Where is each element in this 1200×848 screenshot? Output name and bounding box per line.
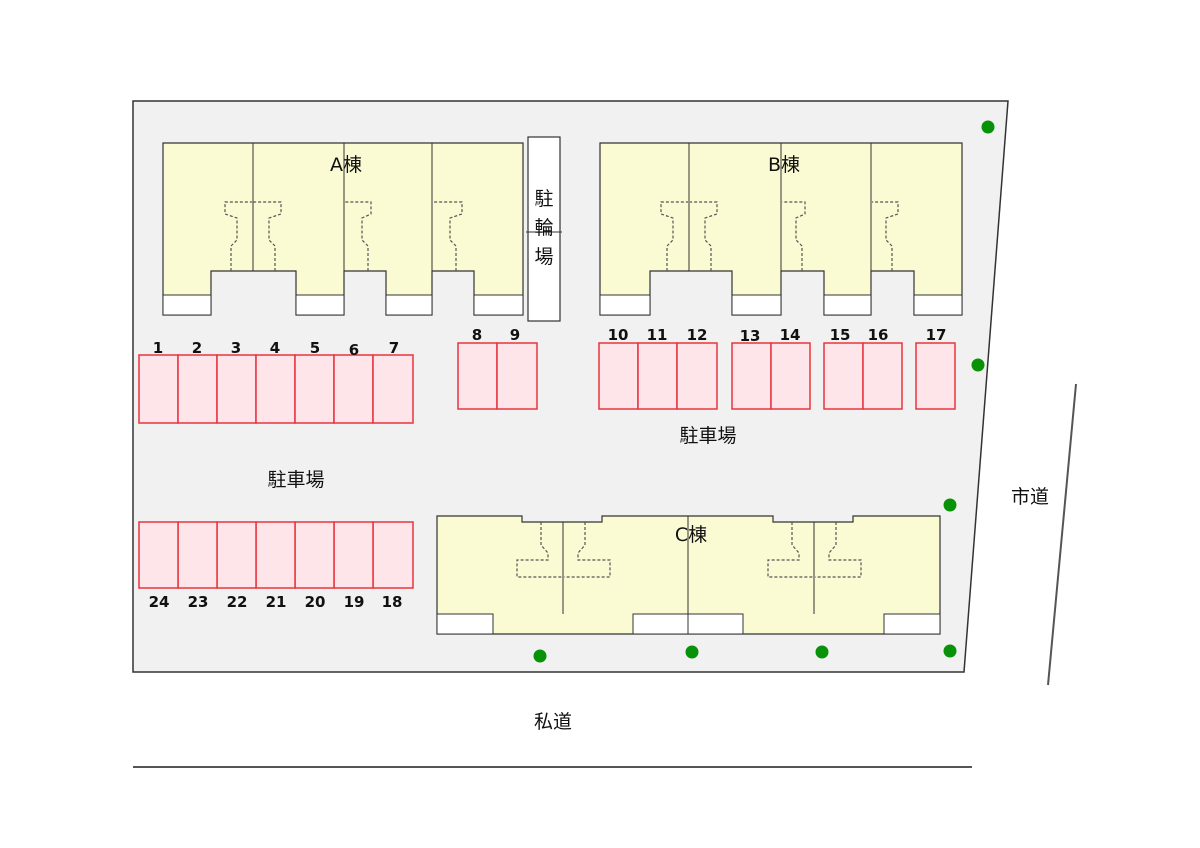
parking-space-number: 1 bbox=[153, 339, 163, 357]
parking-space-number: 13 bbox=[740, 327, 761, 345]
parking-space-9 bbox=[496, 342, 538, 410]
tree-icon bbox=[943, 644, 957, 658]
tree-icon bbox=[943, 498, 957, 512]
parking-space-number: 18 bbox=[382, 593, 403, 611]
tree-icon bbox=[815, 645, 829, 659]
bike-parking-label-2: 輪 bbox=[534, 217, 553, 239]
parking-space-number: 20 bbox=[305, 593, 326, 611]
city-road-label: 市道 bbox=[1011, 486, 1049, 508]
parking-space-20 bbox=[294, 521, 335, 589]
parking-space-number: 7 bbox=[389, 339, 399, 357]
parking-space-number: 8 bbox=[472, 326, 482, 344]
parking-space-1 bbox=[138, 354, 179, 424]
parking-space-6 bbox=[333, 354, 374, 424]
building-a-label: A棟 bbox=[330, 154, 362, 176]
staircase-icon bbox=[224, 201, 463, 271]
parking-space-8 bbox=[457, 342, 498, 410]
parking-space-23 bbox=[177, 521, 218, 589]
parking-space-11 bbox=[637, 342, 678, 410]
parking-space-5 bbox=[294, 354, 335, 424]
parking-space-number: 6 bbox=[349, 341, 359, 359]
building-c: C棟 bbox=[436, 515, 941, 635]
parking-space-number: 15 bbox=[830, 326, 851, 344]
parking-space-number: 16 bbox=[868, 326, 889, 344]
parking-area-label-left: 駐車場 bbox=[267, 469, 324, 491]
building-b: B棟 bbox=[599, 142, 963, 316]
parking-space-16 bbox=[862, 342, 903, 410]
parking-space-3 bbox=[216, 354, 257, 424]
parking-space-number: 17 bbox=[926, 326, 947, 344]
staircase-icon bbox=[660, 201, 899, 271]
tree-icon bbox=[533, 649, 547, 663]
building-a: A棟 bbox=[162, 142, 524, 316]
parking-space-21 bbox=[255, 521, 296, 589]
parking-space-7 bbox=[372, 354, 414, 424]
parking-space-24 bbox=[138, 521, 179, 589]
parking-space-number: 4 bbox=[270, 339, 280, 357]
parking-space-19 bbox=[333, 521, 374, 589]
parking-space-14 bbox=[770, 342, 811, 410]
parking-space-number: 23 bbox=[188, 593, 209, 611]
parking-space-number: 21 bbox=[266, 593, 287, 611]
parking-space-number: 12 bbox=[687, 326, 708, 344]
bike-parking-label-3: 場 bbox=[534, 246, 553, 268]
tree-icon bbox=[685, 645, 699, 659]
staircase-icon bbox=[516, 522, 862, 578]
parking-space-number: 11 bbox=[647, 326, 668, 344]
bike-parking: 駐 輪 場 bbox=[526, 136, 562, 322]
bike-parking-label-1: 駐 bbox=[534, 188, 553, 210]
trees bbox=[533, 120, 995, 663]
parking-space-number: 10 bbox=[608, 326, 629, 344]
parking-space-number: 14 bbox=[780, 326, 801, 344]
parking-space-18 bbox=[372, 521, 414, 589]
building-c-label: C棟 bbox=[675, 524, 707, 546]
parking-space-10 bbox=[598, 342, 639, 410]
parking-space-number: 24 bbox=[149, 593, 170, 611]
building-b-label: B棟 bbox=[768, 154, 800, 176]
parking-space-number: 3 bbox=[231, 339, 241, 357]
tree-icon bbox=[981, 120, 995, 134]
parking-space-12 bbox=[676, 342, 718, 410]
parking-space-number: 2 bbox=[192, 339, 202, 357]
parking-space-number: 22 bbox=[227, 593, 248, 611]
parking-space-13 bbox=[731, 342, 772, 410]
parking-space-number: 9 bbox=[510, 326, 520, 344]
parking-space-22 bbox=[216, 521, 257, 589]
parking-space-2 bbox=[177, 354, 218, 424]
parking-space-4 bbox=[255, 354, 296, 424]
parking-area-label-right: 駐車場 bbox=[679, 425, 736, 447]
parking-space-15 bbox=[823, 342, 864, 410]
tree-icon bbox=[971, 358, 985, 372]
city-road-line bbox=[1047, 383, 1077, 686]
private-road-label: 私道 bbox=[534, 711, 572, 733]
parking-space-17 bbox=[915, 342, 956, 410]
parking-space-number: 19 bbox=[344, 593, 365, 611]
parking-space-number: 5 bbox=[310, 339, 320, 357]
